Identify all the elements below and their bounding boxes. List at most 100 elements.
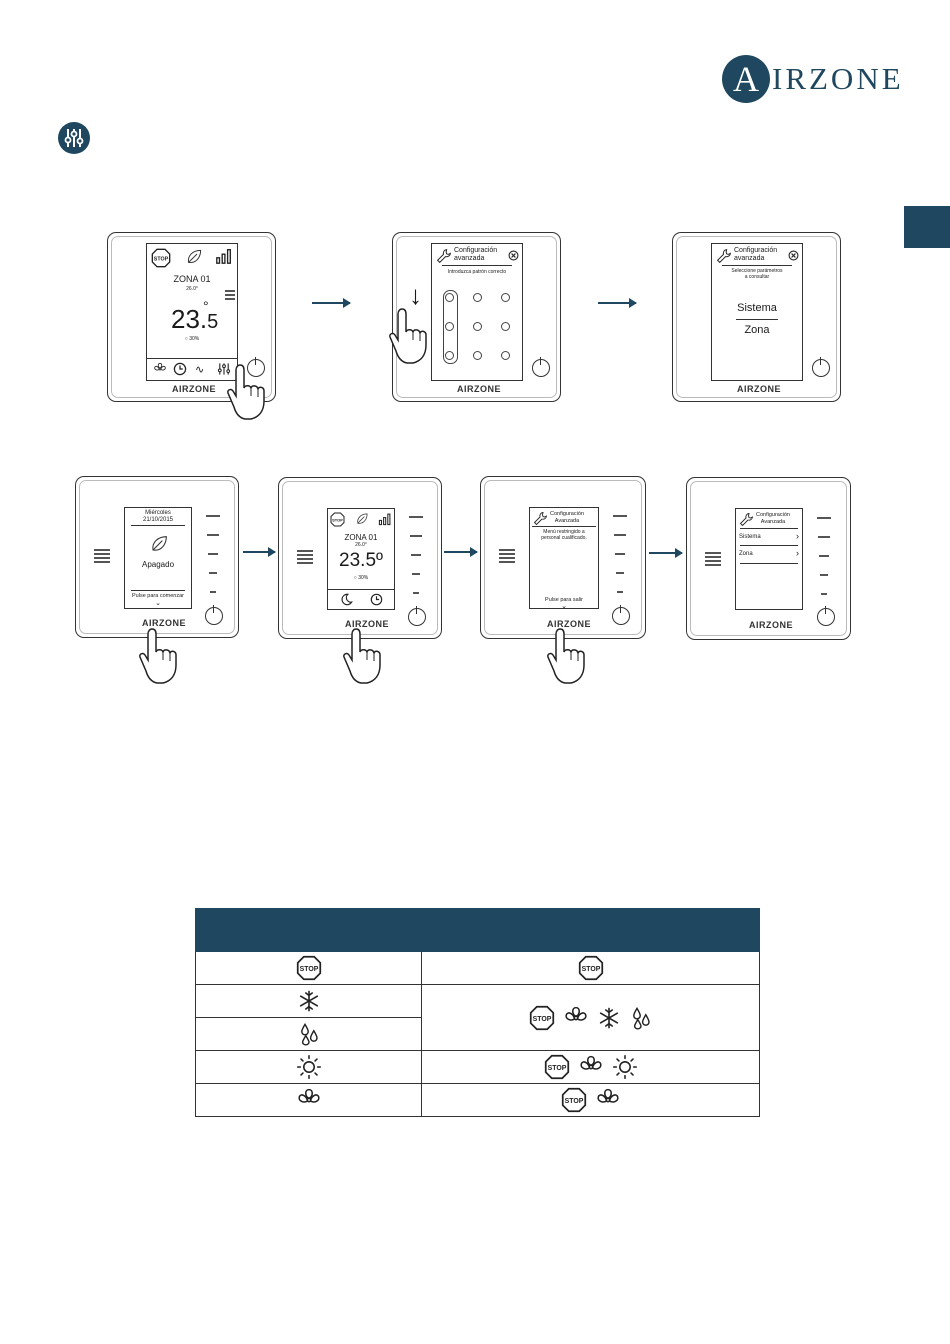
close-icon[interactable] (508, 250, 519, 261)
table-header-cell (195, 908, 422, 952)
pattern-swipe (443, 290, 458, 364)
fan-icon (595, 1087, 621, 1113)
table-row (195, 1017, 760, 1051)
dash (615, 553, 625, 555)
table-row (195, 951, 760, 985)
fan-icon (296, 1087, 322, 1113)
pattern-dot[interactable] (445, 351, 454, 360)
table-row (195, 1083, 760, 1117)
arrow-icon (444, 548, 478, 556)
option-zona[interactable]: Zona (744, 324, 770, 336)
table-cell (421, 951, 760, 985)
power-button[interactable] (247, 357, 265, 377)
temperature: 23.5° (171, 298, 219, 334)
chevron-right-icon[interactable]: › (796, 531, 799, 541)
moon-icon[interactable] (340, 593, 353, 606)
stop-icon[interactable] (330, 512, 345, 527)
dash (413, 592, 419, 594)
zone-name: ZONA 01 (173, 274, 211, 284)
chevron-down-icon: ⌄ (155, 600, 161, 607)
start-prompt[interactable]: Pulse para comenzar (132, 593, 184, 599)
arrow-icon (312, 299, 351, 307)
device-brand: AIRZONE (749, 620, 793, 630)
dash (820, 574, 828, 576)
dash (821, 593, 827, 595)
settings-sliders-icon (58, 122, 90, 154)
table-cell (195, 1017, 422, 1051)
table-cell (421, 1050, 760, 1084)
power-button[interactable] (612, 605, 630, 625)
pattern-dot[interactable] (473, 293, 482, 302)
option-sistema[interactable]: Sistema (737, 302, 777, 314)
instruction: Introduzca patrón correcto (447, 269, 507, 275)
table-row (195, 1050, 760, 1084)
power-button[interactable] (812, 357, 830, 377)
wrench-icon (533, 511, 548, 526)
status: Apagado (141, 560, 175, 569)
hand-icon (226, 360, 276, 426)
menu-icon[interactable] (499, 549, 515, 563)
dash (410, 535, 422, 537)
sun-icon (296, 1054, 322, 1080)
clock-icon[interactable] (173, 362, 187, 376)
pattern-dot[interactable] (501, 351, 510, 360)
power-button[interactable] (408, 606, 426, 626)
option-zona[interactable]: Zona (739, 551, 753, 557)
pattern-dot[interactable] (473, 322, 482, 331)
stop-icon[interactable] (151, 248, 171, 268)
dash (210, 591, 216, 593)
setpoint: 26.0° (186, 286, 198, 292)
wrench-icon (739, 512, 754, 527)
table-row (195, 984, 760, 1051)
exit-prompt[interactable]: Pulse para salir (545, 597, 583, 603)
leaf-icon[interactable] (355, 512, 369, 526)
temperature: 23.5º (339, 550, 383, 571)
chevron-right-icon[interactable]: › (796, 548, 799, 558)
leaf-icon[interactable] (185, 248, 203, 266)
stop-icon (529, 1005, 555, 1031)
power-button[interactable] (532, 357, 550, 377)
thermostat-on: ZONA 01 26.0° 23.5º ○ 30% AIRZONE (278, 477, 442, 639)
humidity: ○ 30% (353, 575, 369, 581)
snowflake-icon (597, 1006, 621, 1030)
clock-icon[interactable] (370, 593, 383, 606)
power-button[interactable] (205, 605, 223, 625)
table-cell (421, 984, 760, 1051)
menu-icon[interactable] (705, 552, 721, 566)
wave-icon[interactable]: ∿ (195, 364, 205, 376)
pattern-dot[interactable] (501, 322, 510, 331)
pattern-dot[interactable] (445, 322, 454, 331)
close-icon[interactable] (788, 250, 799, 261)
stop-icon (578, 955, 604, 981)
pattern-dot[interactable] (445, 293, 454, 302)
device-brand: AIRZONE (172, 384, 216, 394)
leaf-icon[interactable] (149, 534, 169, 554)
fan-icon[interactable] (153, 362, 167, 376)
pattern-dot[interactable] (473, 351, 482, 360)
fan-icon (563, 1005, 589, 1031)
modes-table (195, 908, 760, 1117)
pattern-dot[interactable] (501, 293, 510, 302)
drops-icon (629, 1006, 653, 1030)
menu-icon[interactable] (297, 550, 313, 564)
hand-icon (546, 626, 596, 688)
setpoint: 26.0° (355, 542, 367, 548)
dash (411, 554, 421, 556)
chevron-down-icon: ⌄ (561, 603, 567, 609)
menu-icon[interactable] (94, 549, 110, 563)
arrow-icon (243, 548, 276, 556)
thermostat-screen: ZONA 01 26.0° 23.5º ○ 30% (327, 508, 395, 610)
menu-icon[interactable] (225, 290, 235, 300)
arrow-icon (649, 549, 683, 557)
power-button[interactable] (817, 606, 835, 626)
wrench-icon (436, 248, 452, 264)
option-sistema[interactable]: Sistema (739, 534, 761, 540)
